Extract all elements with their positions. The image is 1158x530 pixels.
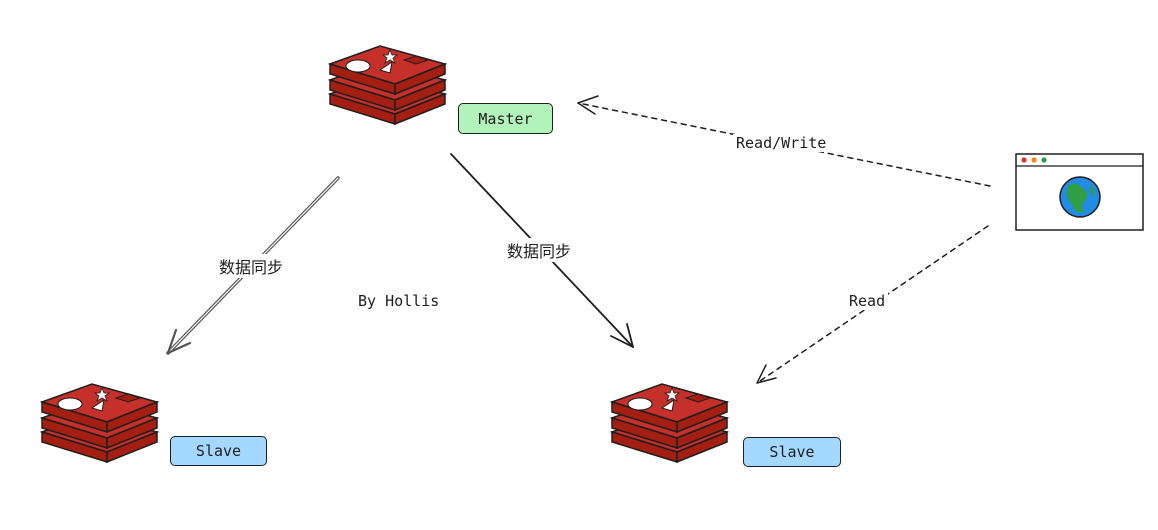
- sync-label-right: 数据同步: [504, 238, 575, 262]
- slave-right-redis-icon: [611, 383, 728, 463]
- read-write-label: Read/Write: [733, 134, 830, 152]
- slave-left-redis-icon: [41, 383, 158, 463]
- master-redis-icon: [329, 45, 446, 125]
- sync-label-left: 数据同步: [216, 254, 287, 278]
- browser-globe-icon: [1015, 153, 1144, 231]
- master-tag: Master: [458, 103, 553, 134]
- slave-left-tag: Slave: [170, 436, 267, 466]
- slave-right-tag: Slave: [743, 437, 841, 467]
- read-label: Read: [846, 292, 889, 310]
- author-credit: By Hollis: [355, 292, 443, 310]
